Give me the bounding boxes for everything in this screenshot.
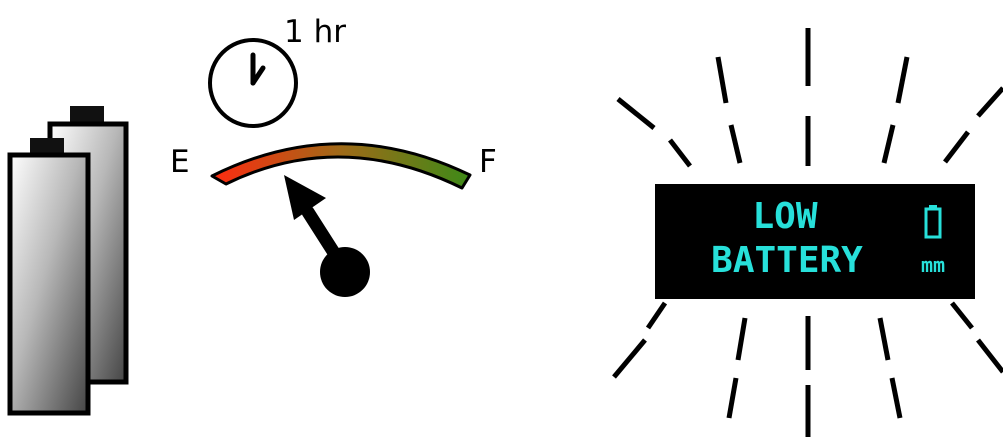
low-battery-display: LOW BATTERY mm — [655, 184, 975, 299]
flash-rays — [612, 28, 1003, 437]
timer-label: 1 hr — [284, 14, 346, 50]
gauge-needle — [284, 175, 370, 297]
gauge-arc — [210, 142, 472, 190]
batteries-illustration — [7, 106, 129, 416]
display-line-2: BATTERY — [711, 240, 863, 281]
battery-level-icon — [924, 205, 942, 239]
display-line-1: LOW — [752, 196, 817, 237]
gauge-empty-label: E — [170, 144, 190, 180]
clock-icon — [208, 38, 298, 128]
charge-gauge: E F — [170, 142, 497, 297]
gauge-full-label: F — [479, 144, 497, 180]
battery-front — [7, 138, 91, 416]
display-unit: mm — [921, 253, 945, 277]
